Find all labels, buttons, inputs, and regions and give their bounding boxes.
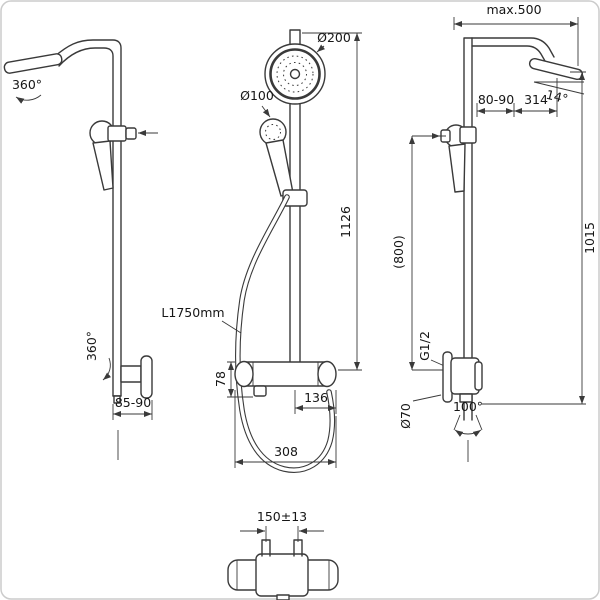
dim-total-height-label: 1126 <box>338 206 353 238</box>
shower-hose-outline <box>235 194 336 473</box>
right-side-view: max.500 14° 80-90 314 (800) 1015 G1/2 <box>391 2 597 462</box>
side-arm-top <box>471 37 555 58</box>
flange-leader <box>412 394 442 402</box>
mixer-lever <box>253 385 267 397</box>
mixer-right-valve <box>317 360 337 388</box>
swivel-arrow-top-icon <box>15 94 42 104</box>
spout-angle-label: 100° <box>453 399 483 414</box>
dim-mixer-width-label: 308 <box>274 444 298 459</box>
mixer-detail-center-block <box>255 553 309 597</box>
hand-spray-nozzles <box>265 124 281 140</box>
spout-angle-arc-left <box>454 429 469 437</box>
hand-shower-handle-side <box>92 140 114 191</box>
spray-nozzles-inner <box>283 62 307 86</box>
outlet-nub <box>113 395 121 404</box>
dim-outlet-height-label: 78 <box>213 371 228 387</box>
wall-flange <box>140 355 153 399</box>
dim-arm-projection-label: 314 <box>524 92 548 107</box>
mixer-detail-caps <box>236 560 330 590</box>
swivel-arrow-bottom-icon <box>102 357 112 381</box>
left-column-inner <box>58 47 114 397</box>
mixer-cap-lines <box>252 362 319 386</box>
dim-ext-308 <box>234 390 337 468</box>
head-diameter-leader <box>316 44 326 53</box>
dim-wall-clearance-label: 80-90 <box>478 92 514 107</box>
dim-outlet-offset-label: 136 <box>304 390 328 405</box>
dim-inlet-spacing-label: 150±13 <box>257 509 307 524</box>
head-angle-lines <box>533 81 585 95</box>
hand-shower-holder2 <box>459 126 477 144</box>
slider-holder <box>282 189 308 207</box>
left-side-view: 360° 360° 85-90 <box>3 39 158 460</box>
thread-label: G1/2 <box>417 331 432 361</box>
spout-angle-arc-right <box>467 429 482 437</box>
hand-shower-handle <box>265 139 294 197</box>
spout-angle-lines <box>453 414 483 431</box>
dim-ext-800 <box>412 135 446 371</box>
hand-shower-handle-side2 <box>448 143 466 193</box>
dim-max-reach-label: max.500 <box>486 2 541 17</box>
head-swivel-label: 360° <box>12 77 42 92</box>
mixer-left-valve <box>234 360 254 388</box>
overhead-shower-tilted <box>528 57 584 81</box>
mixer-body-front <box>243 361 328 387</box>
side-arm-bottom <box>471 45 546 62</box>
bracket-swivel-label: 360° <box>84 331 99 361</box>
mixer-detail-view: 150±13 <box>227 509 339 600</box>
hand-shower-holder <box>107 125 127 142</box>
hand-diameter-leader <box>261 105 271 118</box>
overhead-center-cap <box>289 68 301 80</box>
flange-diameter-label: Ø70 <box>398 403 413 429</box>
dim-hand-diameter-label: Ø100 <box>240 88 274 103</box>
wall-bracket-arm <box>120 365 142 383</box>
hose-length-leader <box>221 320 242 334</box>
shower-hose-core <box>236 195 334 472</box>
spray-nozzles-outer <box>276 55 314 93</box>
mixer-valve-cap-side <box>474 361 483 391</box>
mixer-outlet-side <box>459 393 473 403</box>
dim-hand-height-label: (800) <box>391 235 406 269</box>
dim-ext-1015 <box>482 71 586 405</box>
dim-wall-distance-label: 85-90 <box>115 395 151 410</box>
left-column-outer <box>53 39 122 397</box>
overhead-shower-face <box>264 43 326 105</box>
dim-column-height-label: 1015 <box>582 222 597 254</box>
side-column <box>463 37 473 421</box>
front-view: Ø200 Ø100 L1750mm 78 136 308 <box>161 29 362 473</box>
overhead-shower-rim <box>269 48 321 100</box>
hose-length-label: L1750mm <box>161 305 224 320</box>
overhead-shower-side <box>3 53 63 74</box>
inlet-pipe-left <box>261 539 271 557</box>
dim-ext-150 <box>265 526 299 542</box>
dim-ext-1126 <box>302 32 362 371</box>
mixer-detail-outlet <box>276 594 290 600</box>
dim-head-diameter-label: Ø200 <box>317 30 351 45</box>
inlet-pipe-right <box>293 539 303 557</box>
holder-fastener <box>125 127 137 140</box>
